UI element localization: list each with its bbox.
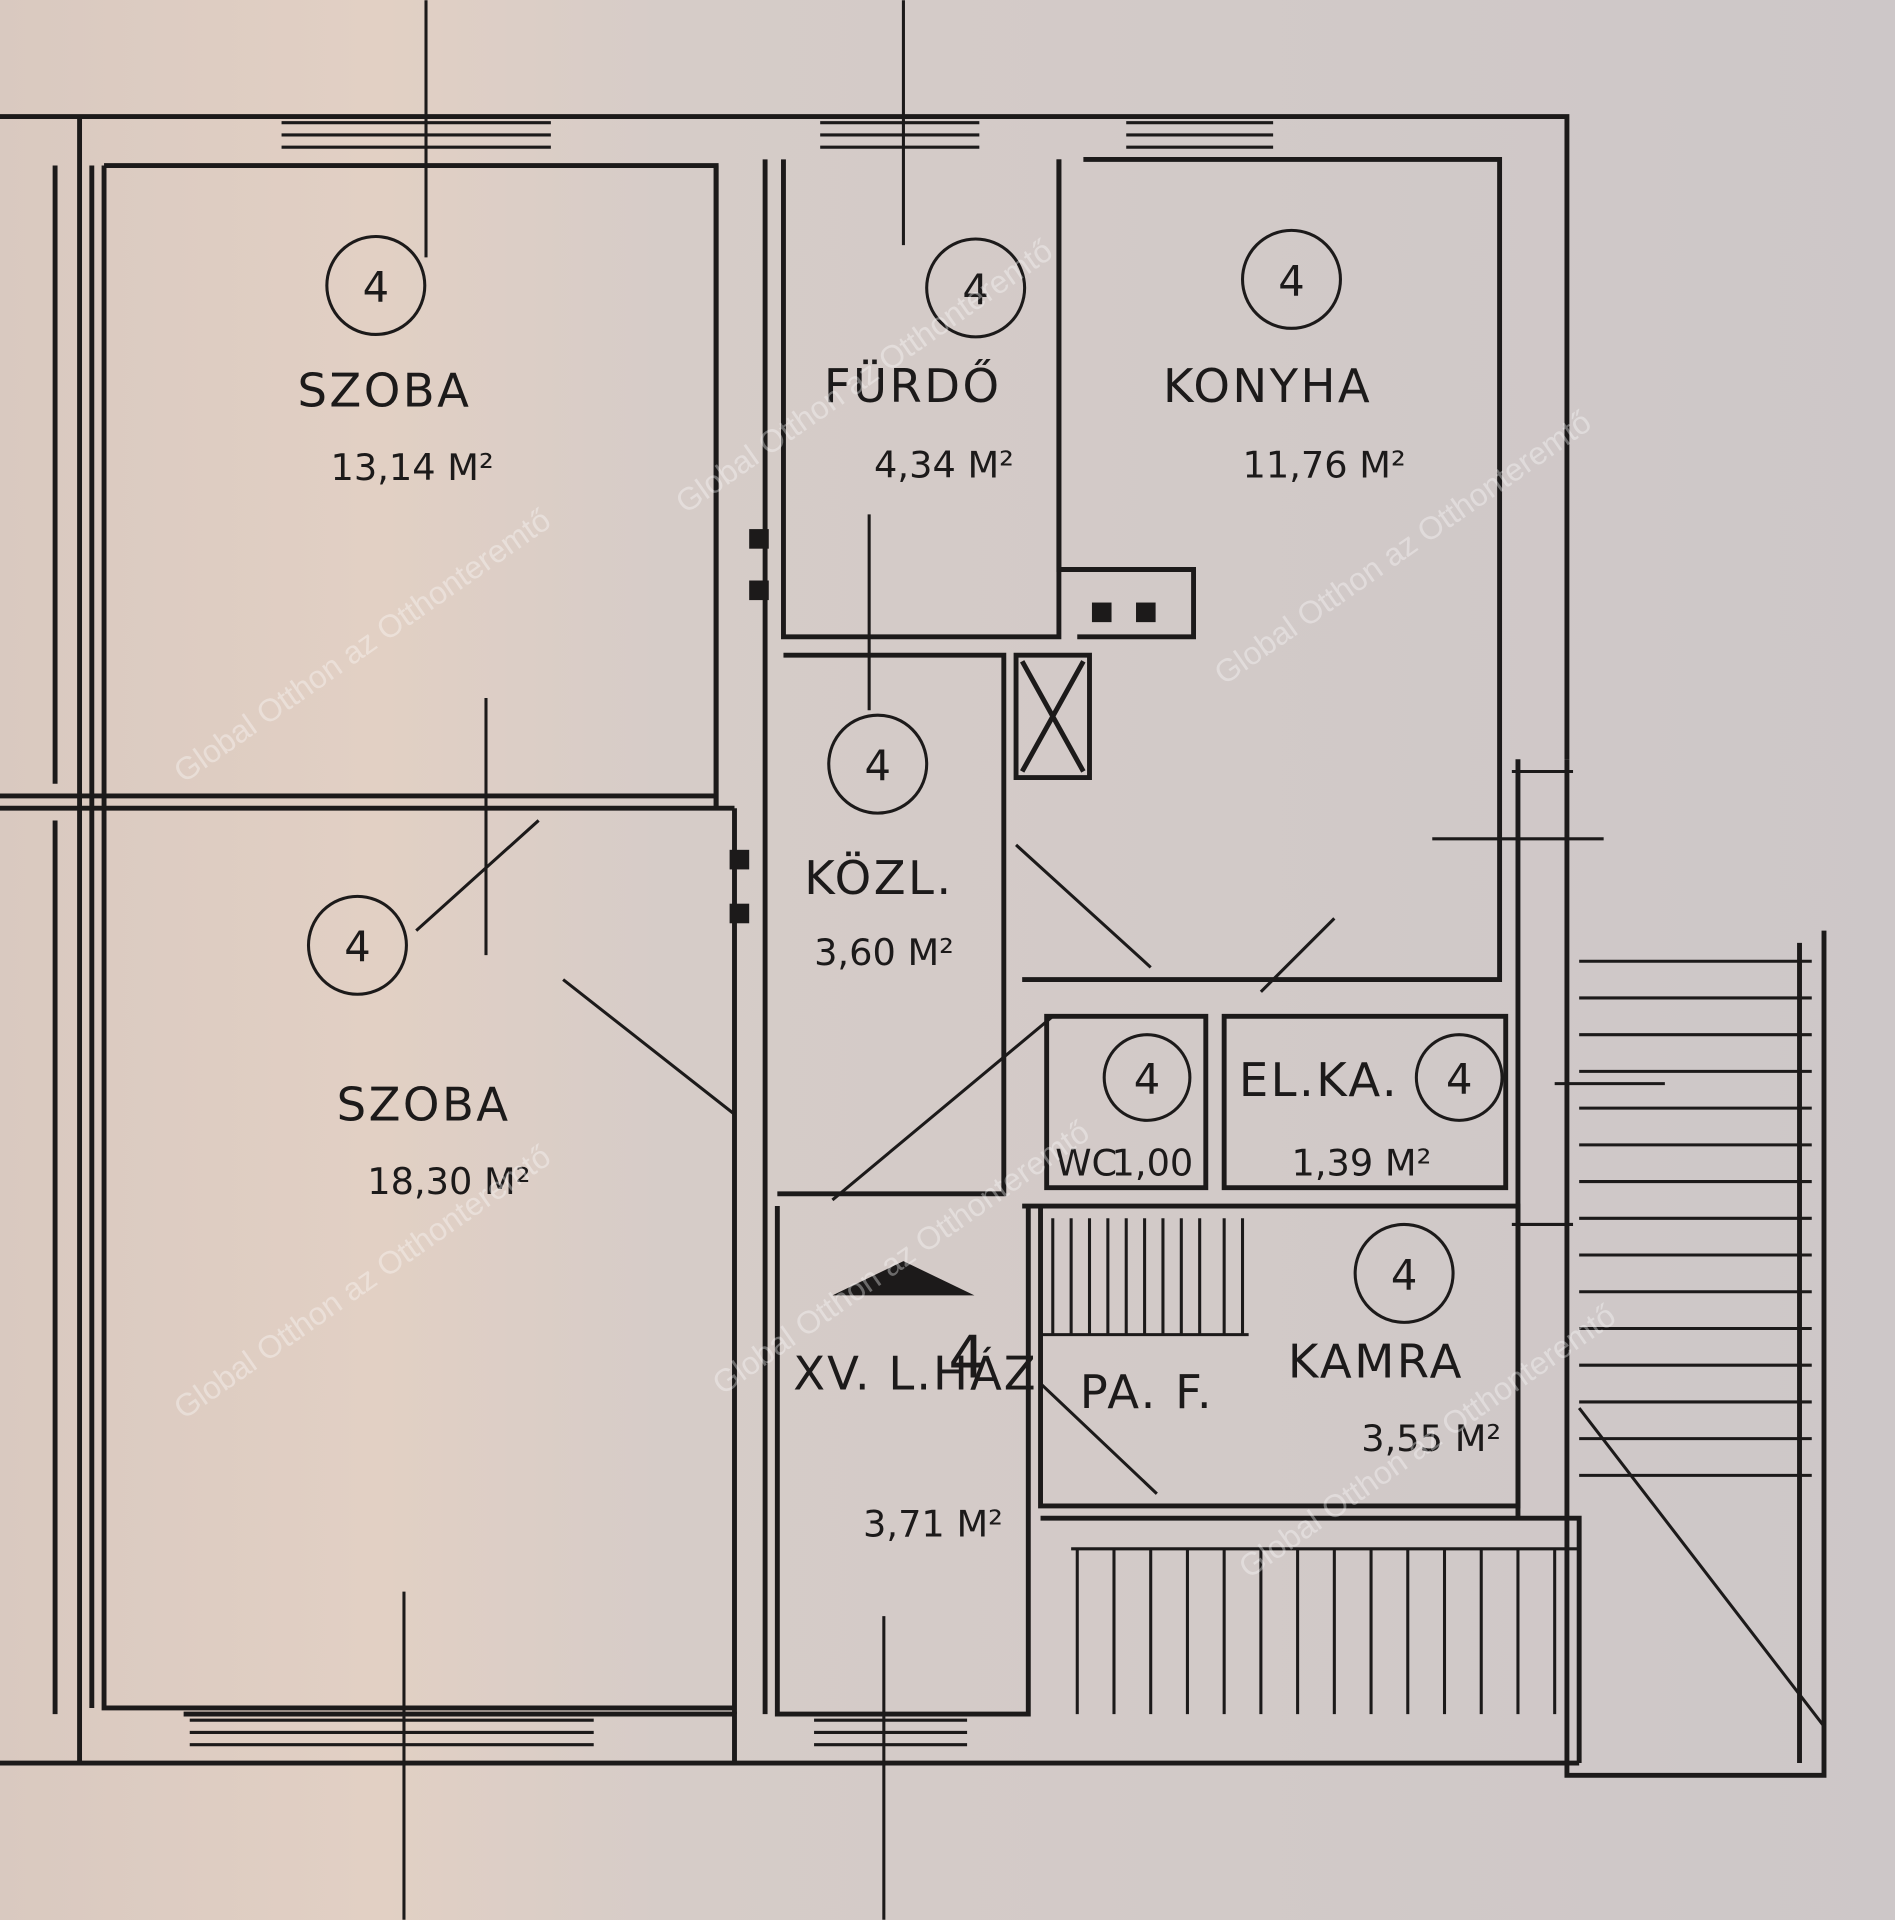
room-label-lhaz: XV. L.HÁZ — [793, 1347, 1038, 1401]
room-label-szoba-1: SZOBA — [297, 364, 471, 418]
svg-text:4: 4 — [344, 922, 370, 971]
staircase-exterior-bottom — [1071, 1547, 1580, 1715]
svg-text:4: 4 — [1278, 256, 1304, 305]
room-marker-kamra: 4 — [1353, 1222, 1455, 1324]
staircase-exterior-right — [1577, 959, 1826, 1728]
room-area-furdo: 4,34 M² — [874, 444, 1014, 487]
room-label-furdo: FÜRDŐ — [824, 359, 1002, 413]
svg-text:Global Otthon az Otthonteremtő: Global Otthon az Otthonteremtő — [167, 501, 557, 789]
room-marker-kozl: 4 — [827, 713, 929, 815]
room-area-szoba-1: 13,14 M² — [331, 446, 494, 489]
staircase-interior — [1040, 1218, 1249, 1337]
svg-text:4: 4 — [1446, 1054, 1472, 1103]
room-area-konyha: 11,76 M² — [1243, 444, 1406, 487]
room-area-szoba-2: 18,30 M² — [367, 1160, 530, 1203]
room-area-kamra: 3,55 M² — [1361, 1417, 1501, 1460]
room-label-szoba-2: SZOBA — [337, 1077, 511, 1131]
svg-text:Global Otthon az Otthonteremtő: Global Otthon az Otthonteremtő — [167, 1138, 557, 1426]
room-label-kamra: KAMRA — [1288, 1334, 1464, 1388]
room-marker-lhaz: 4 — [948, 1322, 985, 1391]
svg-text:4: 4 — [864, 741, 890, 790]
ventilation-shafts — [729, 529, 1156, 924]
room-label-wc: WC — [1055, 1141, 1117, 1184]
room-label-kozl: KÖZL. — [804, 851, 953, 905]
walls — [0, 114, 1827, 1778]
svg-text:4: 4 — [1391, 1250, 1417, 1299]
room-marker-szoba-1: 4 — [325, 234, 427, 336]
room-area-kozl: 3,60 M² — [814, 931, 954, 974]
room-area-lhaz: 3,71 M² — [863, 1503, 1003, 1546]
room-marker-konyha: 4 — [1240, 228, 1342, 330]
svg-text:4: 4 — [962, 265, 988, 314]
room-marker-szoba-2: 4 — [306, 894, 408, 996]
room-label-paf: PA. F. — [1080, 1365, 1214, 1419]
room-label-elka: EL.KA. — [1239, 1053, 1399, 1107]
room-marker-furdo: 4 — [925, 237, 1027, 339]
roof-symbol — [832, 1261, 975, 1296]
room-area-elka: 1,39 M² — [1291, 1141, 1431, 1184]
room-marker-wc: 4 — [1102, 1033, 1192, 1122]
section-lines — [402, 0, 1665, 1920]
room-area-wc: 1,00 — [1112, 1141, 1194, 1184]
room-label-konyha: KONYHA — [1163, 359, 1372, 413]
room-marker-elka: 4 — [1414, 1033, 1504, 1122]
svg-text:4: 4 — [363, 262, 389, 311]
svg-text:4: 4 — [1134, 1054, 1160, 1103]
